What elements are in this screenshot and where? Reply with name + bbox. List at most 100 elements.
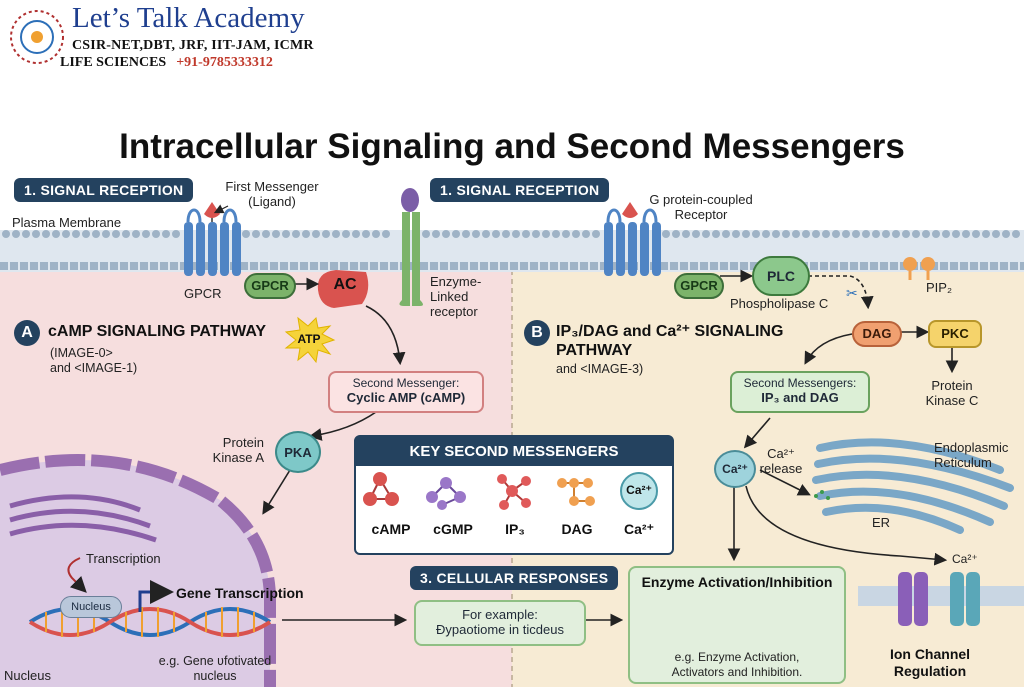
gpcr-right-receptor: [604, 208, 661, 276]
cellular-responses-tag: 3. CELLULAR RESPONSES: [410, 566, 619, 590]
ca-release-line2: release: [759, 461, 803, 476]
nucleus-label: Nucleus: [4, 668, 51, 683]
er-label: ER: [872, 515, 891, 530]
pka-description: Protein Kinase A: [210, 435, 264, 465]
enzyme-activation-box: Enzyme Activation/Inhibition e.g. Enzyme…: [628, 566, 846, 684]
second-messenger-value: Cyclic AMP (cAMP): [346, 390, 466, 405]
enzyme-linked-receptor-icon: [399, 188, 423, 306]
legend-item-ip3: IP₃: [505, 521, 525, 537]
brand-title: Let’s Talk Academy: [72, 2, 305, 34]
gpcr-left-label: GPCR: [184, 286, 222, 301]
legend-molecule-icons: [363, 472, 658, 510]
er-description: Endoplasmic Reticulum: [934, 440, 1008, 470]
pka-desc-line1: Protein: [222, 435, 264, 450]
gpcr-right-desc-line1: G protein-coupled: [649, 192, 753, 207]
ion-channel-line1: Ion Channel: [889, 646, 971, 662]
first-messenger-label: First Messenger (Ligand): [222, 179, 322, 209]
legend-title: KEY SECOND MESSENGERS: [356, 437, 672, 466]
brand-contact: LIFE SCIENCES +91-9785333312: [60, 55, 273, 71]
ac-label: AC: [333, 276, 357, 293]
academy-logo-icon: [10, 10, 64, 64]
brand-subject: LIFE SCIENCES: [60, 55, 167, 70]
ca-release-line1: Ca²⁺: [767, 446, 795, 461]
first-messenger-line1: First Messenger: [225, 179, 319, 194]
ion-channel-line2: Regulation: [893, 663, 967, 679]
camp-ref-line1: (IMAGE-0>: [50, 346, 113, 360]
example-box: For example: Đypaotiome in ticdeus: [414, 600, 586, 646]
calcium-badge: Ca²⁺: [626, 483, 652, 497]
ip3-dag-pathway-heading: IP₃/DAG and Ca²⁺ SIGNALING PATHWAY: [556, 322, 783, 360]
pip2-label: PIP₂: [926, 280, 952, 295]
nucleus-pill: Nucleus: [60, 596, 122, 618]
gpcr-right-pill: GPCR: [674, 273, 724, 299]
dag-molecule-icon: [557, 478, 595, 506]
camp-pathway-refs: (IMAGE-0> and <IMAGE-1): [50, 346, 137, 376]
gpcr-left-pill: GPCR: [244, 273, 296, 299]
second-messenger-camp-box: Second Messenger: Cyclic AMP (cAMP): [328, 371, 484, 413]
gpcr-left-receptor: [184, 208, 241, 276]
legend-item-calcium: Ca²⁺: [624, 521, 654, 537]
example-line1: For example:: [462, 607, 538, 622]
transcription-label: Transcription: [86, 551, 161, 566]
enzyme-activation-title: Enzyme Activation/Inhibition: [641, 574, 833, 590]
enzyme-linked-line2: Linked: [430, 289, 469, 304]
ca-channel-label: Ca²⁺: [952, 552, 978, 566]
second-messengers-title: Second Messengers:: [743, 376, 857, 390]
key-second-messengers-legend: KEY SECOND MESSENGERS Ca²⁺: [354, 435, 674, 555]
ip3-pathway-ref: and <IMAGE-3): [556, 362, 644, 376]
pkc-desc-line1: Protein: [931, 378, 973, 393]
enzyme-note: e.g. Enzyme Activation, Activators and I…: [630, 650, 844, 680]
example-line2: Đypaotiome in ticdeus: [436, 622, 564, 637]
legend-item-camp: cAMP: [371, 521, 411, 537]
enzyme-linked-label: Enzyme- Linked receptor: [430, 274, 481, 319]
ion-channel-icon: [858, 572, 1024, 626]
ac-enzyme-shape: [317, 270, 369, 308]
calcium-release-label: Ca²⁺ release: [756, 446, 806, 476]
cgmp-molecule-icon: [426, 477, 466, 510]
gpcr-right-description: G protein-coupled Receptor: [636, 192, 766, 222]
plasma-membrane: [0, 230, 1024, 272]
er-desc-line2: Reticulum: [934, 455, 992, 470]
atp-starburst-icon: [284, 316, 336, 364]
brand-phone: +91-9785333312: [176, 55, 273, 70]
gpcr-right-desc-line2: Receptor: [674, 207, 728, 222]
section-b-badge: B: [524, 320, 550, 346]
atp-label: ATP: [297, 332, 321, 346]
gene-note-line1: e.g. Gene ʋfotivated: [158, 654, 272, 668]
gene-transcription-label: Gene Transcription: [176, 585, 304, 601]
calcium-node: Ca²⁺: [714, 450, 756, 488]
gene-note: e.g. Gene ʋfotivated nucleus: [150, 654, 280, 684]
gene-note-line2: nucleus: [193, 669, 237, 683]
plasma-membrane-label: Plasma Membrane: [12, 215, 122, 230]
pkc-description: Protein Kinase C: [916, 378, 988, 408]
section-a-badge: A: [14, 320, 40, 346]
pkc-desc-line2: Kinase C: [925, 393, 979, 408]
ip3-heading-line1: IP₃/DAG and Ca²⁺ SIGNALING: [556, 323, 784, 340]
svg-text:✂: ✂: [846, 286, 858, 302]
second-messengers-value: IP₃ and DAG: [761, 390, 839, 405]
brand-tagline: CSIR-NET,DBT, JRF, IIT-JAM, ICMR: [72, 38, 314, 53]
ligand-icon: [204, 202, 220, 222]
legend-item-dag: DAG: [561, 521, 593, 537]
plc-node: PLC: [752, 256, 810, 296]
ion-channel-label: Ion Channel Regulation: [880, 646, 980, 680]
ip3-heading-line2: PATHWAY: [556, 342, 633, 359]
camp-pathway-heading: cAMP SIGNALING PATHWAY: [48, 323, 267, 340]
pka-desc-line2: Kinase A: [212, 450, 264, 465]
enzyme-linked-line3: receptor: [430, 304, 478, 319]
dag-node: DAG: [852, 321, 902, 347]
pip2-lipid-icon: [903, 257, 935, 280]
ip3-molecule-icon: [497, 474, 531, 510]
enzyme-linked-line1: Enzyme-: [430, 274, 482, 289]
camp-ref-line2: and <IMAGE-1): [50, 361, 138, 375]
ligand-right-icon: [622, 202, 638, 218]
enzyme-note-line2: Activators and Inhibition.: [671, 665, 803, 679]
scissors-icon: ✂: [846, 286, 858, 302]
page-title: Intracellular Signaling and Second Messe…: [119, 127, 905, 166]
enzyme-note-line1: e.g. Enzyme Activation,: [674, 650, 800, 664]
second-messenger-title: Second Messenger:: [352, 376, 460, 390]
left-signal-reception-tag: 1. SIGNAL RECEPTION: [14, 178, 194, 202]
first-messenger-line2: (Ligand): [248, 194, 296, 209]
right-signal-reception-tag: 1. SIGNAL RECEPTION: [430, 178, 610, 202]
